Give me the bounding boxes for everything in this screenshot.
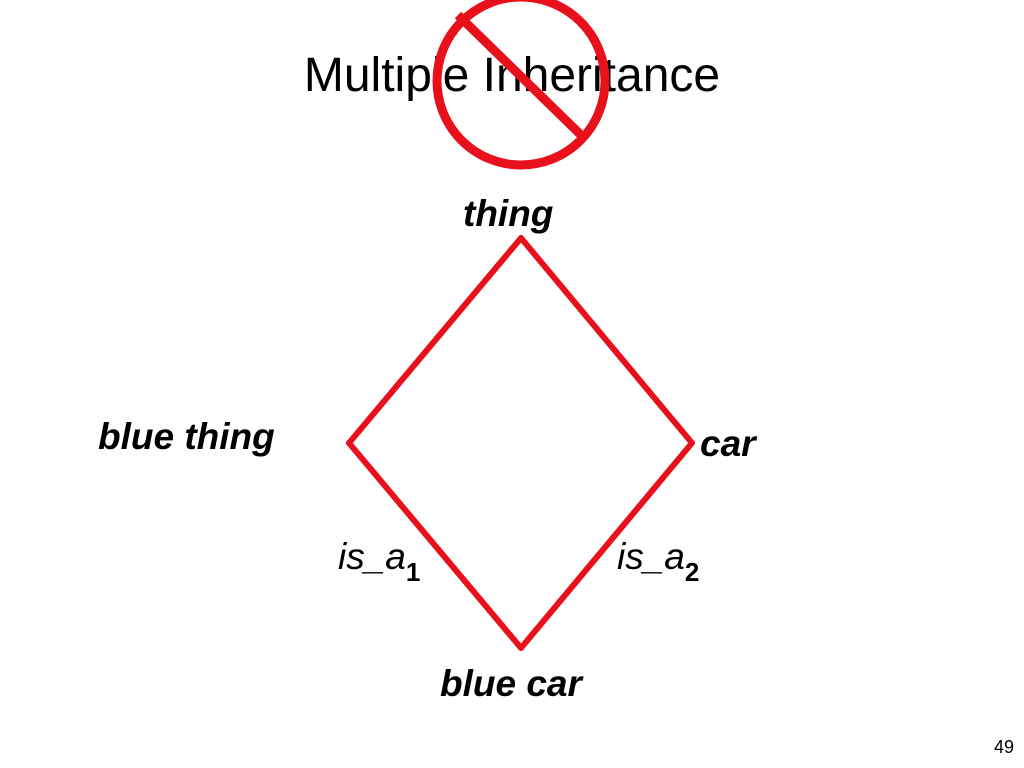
slide-number: 49 [993,737,1014,757]
node-car: car [700,423,756,464]
node-thing: thing [463,193,554,234]
prohibition-icon [432,0,610,170]
edge-label-is-a-1-text: is_a [338,536,406,577]
node-blue-car: blue car [440,663,582,704]
edge-is-a-1 [346,440,524,651]
edge-label-is-a-2-subscript: 2 [684,557,700,587]
prohibition-circle [432,0,610,170]
node-blue-thing: blue thing [98,416,275,457]
edge-label-is-a-2-text: is_a [617,536,685,577]
edge-label-is-a-1-subscript: 1 [405,557,421,587]
edge-is-a-2 [518,440,695,651]
edge-label-is-a-2: is_a2 [617,536,699,585]
prohibition-slash [454,11,587,141]
edge-thing-to-blue-thing [346,235,524,446]
edge-thing-to-car [518,235,695,446]
slide-title: Multiple Inheritance [303,49,721,102]
edge-label-is-a-1: is_a1 [338,536,420,585]
